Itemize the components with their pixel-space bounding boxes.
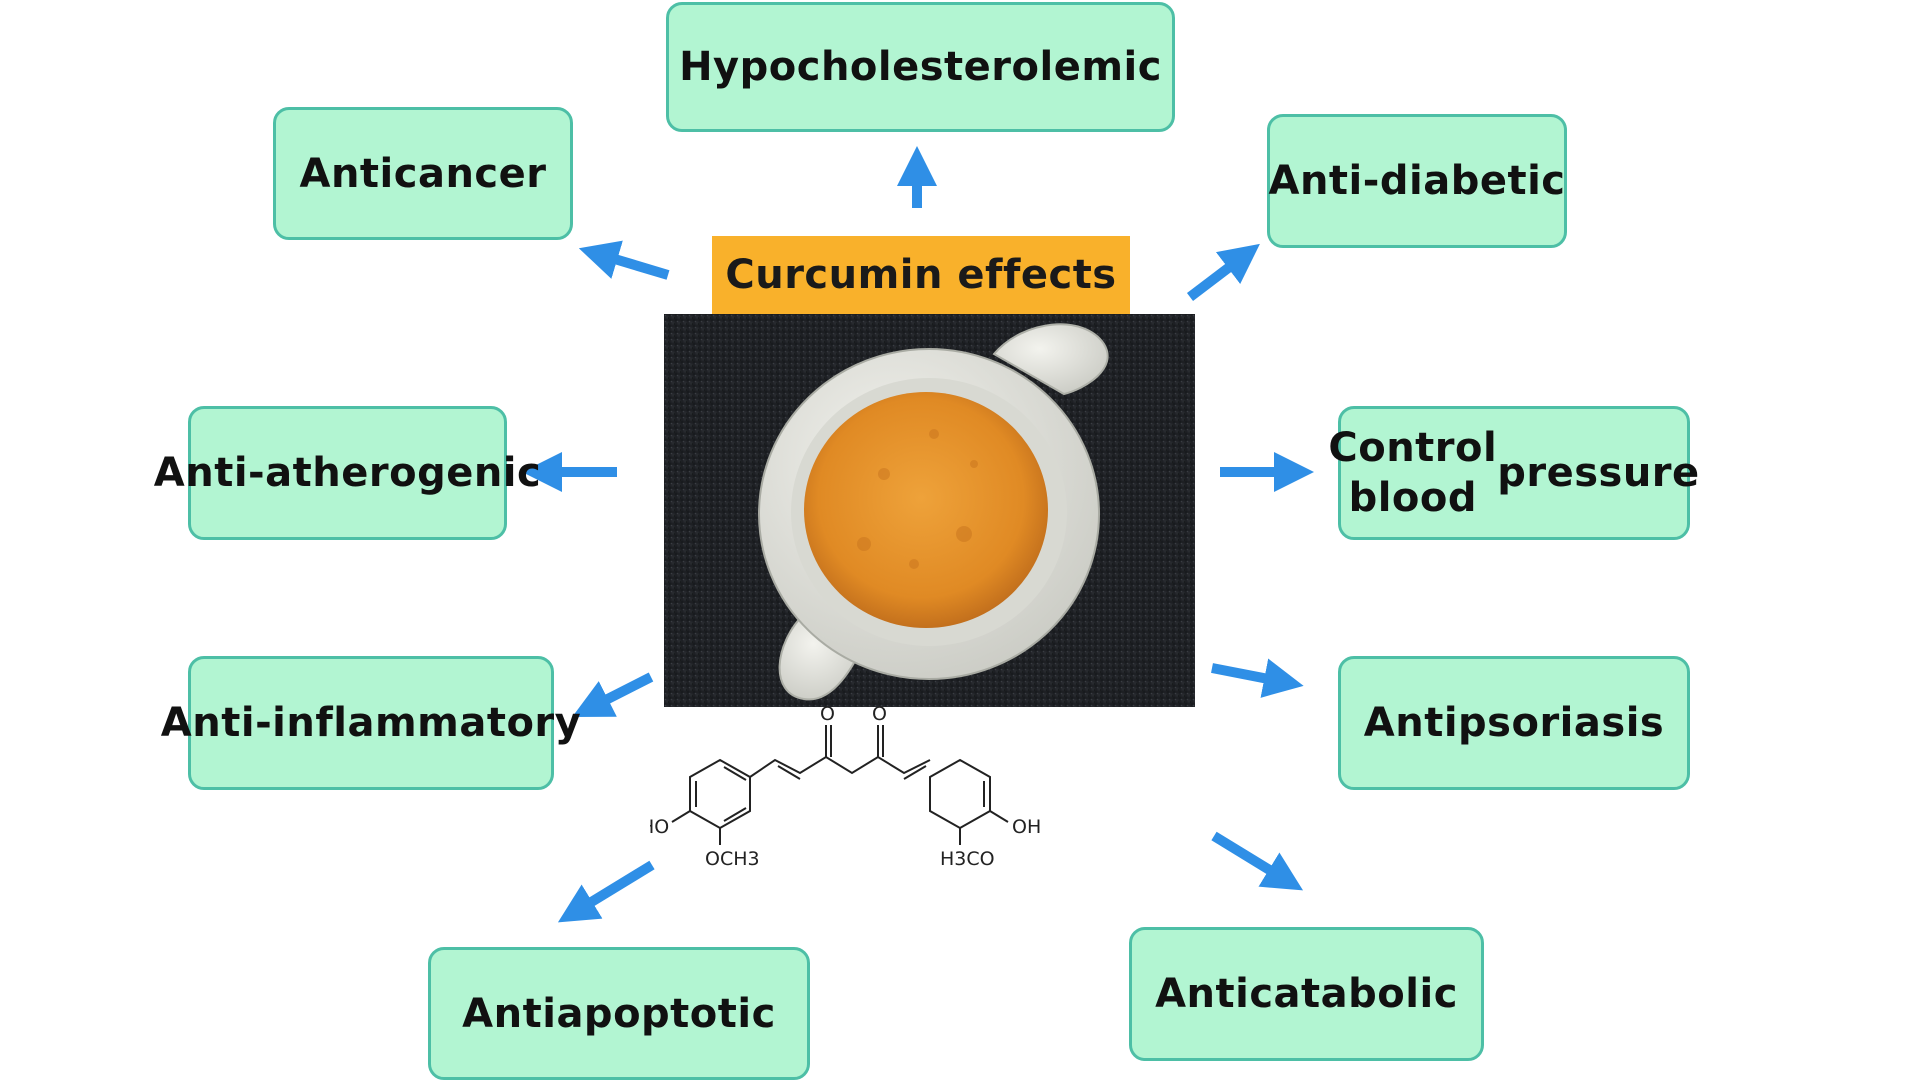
dish-handle-top [992,323,1109,396]
effect-antiinflammatory: Anti- inflammatory [161,656,581,790]
effect-control-blood-pressure: Control blood pressure [1328,406,1699,540]
turmeric-powder [804,392,1048,628]
powder-texture [857,429,978,569]
effect-anticatabolic: Anticatabolic [1129,927,1484,1061]
effect-antiinflammatory-line-1: Anti- [160,700,273,746]
arrow-antiapoptotic [557,860,655,923]
effect-antiatherogenic-line-2: atherogenic [265,450,542,496]
label-och3: OCH3 [705,848,760,870]
effect-antidiabetic: Anti- diabetic [1267,114,1567,248]
arrow-antipsoriasis [1211,658,1304,698]
effect-hypocholesterolemic-line-1: Hypocholesterolemic [679,44,1162,90]
effect-antiinflammatory-line-2: inflammatory [272,700,582,746]
arrow-anticancer [578,240,670,280]
effect-control-blood-pressure-line-1: Control blood [1328,425,1498,521]
effect-anticancer: Anticancer [273,107,573,240]
curcumin-structure: O O HO OCH3 H3CO OH [650,705,1041,870]
effect-control-blood-pressure-line-2: pressure [1497,450,1700,496]
label-h3co: H3CO [940,848,995,870]
effect-antiapoptotic: Antiapoptotic [428,947,810,1080]
title-text: Curcumin effects [725,252,1117,298]
label-ketone-o-left: O [820,705,835,725]
label-ho: HO [650,816,669,838]
effect-antidiabetic-line-2: diabetic [1379,158,1566,204]
effect-antiatherogenic: Anti- atherogenic [154,406,541,540]
curcumin-powder-photo [664,314,1195,707]
arrow-antidiabetic [1186,243,1260,301]
label-oh: OH [1012,816,1041,838]
effect-hypocholesterolemic: Hypocholesterolemic [666,2,1175,132]
effect-antipsoriasis-line-1: Antipsoriasis [1363,700,1665,746]
effect-anticatabolic-line-1: Anticatabolic [1155,971,1458,1017]
effect-antiapoptotic-line-1: Antiapoptotic [462,990,776,1037]
effect-antidiabetic-line-1: Anti- [1268,158,1380,204]
effect-antipsoriasis: Antipsoriasis [1338,656,1690,790]
structure-bonds [671,725,1009,845]
title-banner: Curcumin effects [712,236,1130,314]
arrow-antiinflammatory [572,672,654,718]
label-ketone-o-right: O [872,705,887,725]
effect-antiatherogenic-line-1: Anti- [153,450,266,496]
arrow-anticatabolic [1211,831,1304,891]
effect-anticancer-line-1: Anticancer [299,150,547,197]
